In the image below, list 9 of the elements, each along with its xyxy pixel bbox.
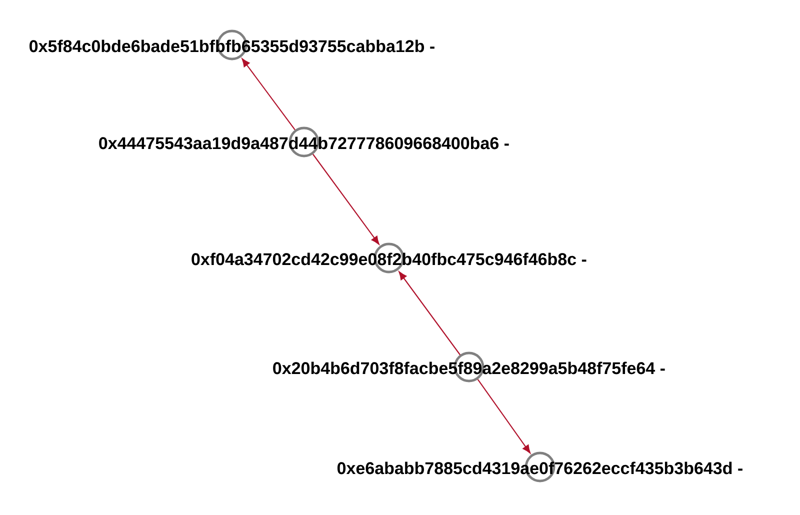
arrow bbox=[398, 271, 460, 356]
node-label: 0x5f84c0bde6bade51bfbfb65355d93755cabba12b - bbox=[30, 40, 434, 52]
arrow bbox=[477, 379, 531, 454]
node-label: 0xe6ababb7885cd4319ae0f76262eccf435b3b643d - bbox=[337, 462, 742, 474]
node-label: 0x20b4b6d703f8facbe5f89a2e8299a5b48f75fe64 - bbox=[273, 362, 665, 374]
arrow bbox=[312, 154, 380, 245]
arrow bbox=[242, 58, 296, 130]
node-label: 0x44475543aa19d9a487d44b727778609668400ba6 - bbox=[99, 136, 509, 150]
node-label: 0xf04a34702cd42c99e08f2b40fbc475c946f46b8c - bbox=[192, 252, 586, 266]
